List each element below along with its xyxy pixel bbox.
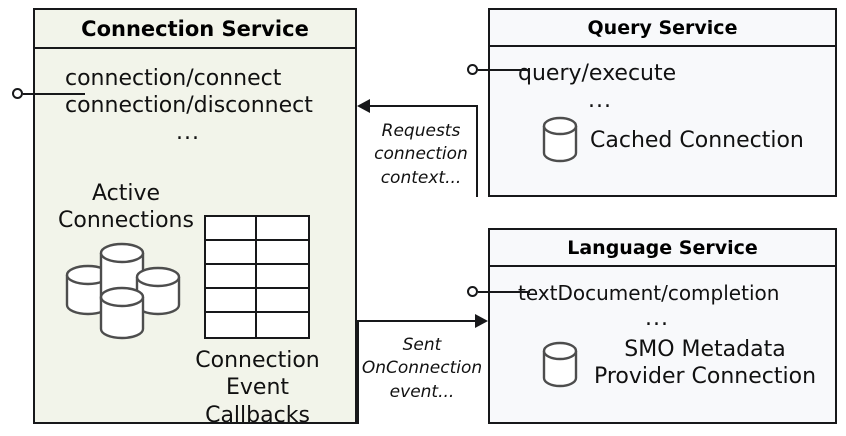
endpoint-textdocument-completion[interactable]: textDocument/completion bbox=[518, 281, 780, 305]
arrow-label-line2: connection bbox=[374, 144, 468, 165]
arrow-label-line2: OnConnection bbox=[361, 358, 483, 379]
callbacks-label-line3: Callbacks bbox=[205, 402, 310, 428]
interface-circle-icon bbox=[467, 286, 478, 297]
database-cluster-icon bbox=[65, 242, 181, 340]
arrow-head-right-icon bbox=[475, 314, 488, 328]
requests-connection-context-label: Requests connection context... bbox=[362, 120, 480, 190]
connection-event-callbacks-grid bbox=[204, 215, 310, 339]
arrow-label-line1: Sent bbox=[402, 335, 442, 355]
store-label-line1: SMO Metadata bbox=[624, 337, 786, 362]
query-service-component[interactable]: Query Service query/execute ... Cached C… bbox=[488, 8, 837, 197]
interface-stem bbox=[478, 291, 530, 293]
connection-service-title: Connection Service bbox=[35, 10, 355, 49]
connection-event-callbacks-label: Connection Event Callbacks bbox=[190, 347, 325, 429]
interface-stem bbox=[478, 69, 530, 71]
grid-cell bbox=[257, 217, 308, 241]
grid-cell bbox=[206, 265, 257, 289]
interface-circle-icon bbox=[467, 64, 478, 75]
active-connections-label: Active Connections bbox=[46, 180, 206, 235]
callbacks-label-line2: Event bbox=[225, 375, 290, 401]
grid-cell bbox=[257, 289, 308, 313]
grid-cell bbox=[257, 265, 308, 289]
sent-onconnection-event-label: Sent OnConnection event... bbox=[360, 334, 484, 404]
endpoint-connection-disconnect[interactable]: connection/disconnect bbox=[65, 93, 313, 118]
grid-cell bbox=[206, 289, 257, 313]
endpoint-connection-connect[interactable]: connection/connect bbox=[65, 66, 282, 91]
arrow-horizontal-segment bbox=[357, 320, 481, 322]
cached-connection-label: Cached Connection bbox=[590, 128, 804, 153]
query-service-provided-interface[interactable] bbox=[467, 64, 537, 78]
arrow-vertical-segment bbox=[476, 105, 478, 197]
query-service-title: Query Service bbox=[490, 10, 835, 47]
connection-service-component[interactable]: Connection Service connection/connect co… bbox=[33, 8, 357, 428]
arrow-label-line3: event... bbox=[389, 381, 455, 402]
grid-cell bbox=[257, 313, 308, 337]
arrow-horizontal-segment bbox=[369, 105, 477, 107]
endpoint-query-execute[interactable]: query/execute bbox=[518, 61, 677, 86]
arrow-vertical-segment bbox=[357, 320, 359, 424]
smo-metadata-provider-connection-label: SMO Metadata Provider Connection bbox=[590, 336, 820, 391]
store-label-line2: Provider Connection bbox=[593, 364, 817, 390]
language-service-ellipsis: ... bbox=[645, 306, 669, 331]
arrow-label-line1: Requests bbox=[381, 121, 461, 141]
database-icon bbox=[542, 341, 578, 388]
grid-cell bbox=[206, 217, 257, 241]
language-service-body: textDocument/completion ... SMO Metadata… bbox=[490, 267, 835, 422]
language-service-component[interactable]: Language Service textDocument/completion… bbox=[488, 228, 837, 424]
query-service-ellipsis: ... bbox=[588, 88, 612, 113]
arrow-head-left-icon bbox=[357, 99, 370, 113]
connection-service-provided-interface[interactable] bbox=[12, 88, 102, 102]
grid-cell bbox=[257, 241, 308, 265]
language-service-provided-interface[interactable] bbox=[467, 286, 537, 300]
grid-cell bbox=[206, 241, 257, 265]
active-connections-label-line2: Connections bbox=[58, 208, 194, 234]
active-connections-label-line1: Active bbox=[91, 181, 161, 206]
connection-service-body: connection/connect connection/disconnect… bbox=[35, 49, 355, 428]
grid-cell bbox=[206, 313, 257, 337]
arrow-label-line3: context... bbox=[380, 167, 462, 188]
callbacks-label-line1: Connection bbox=[195, 348, 320, 373]
language-service-title: Language Service bbox=[490, 230, 835, 267]
connection-service-ellipsis: ... bbox=[176, 120, 200, 145]
interface-circle-icon bbox=[12, 88, 23, 99]
interface-stem bbox=[23, 93, 85, 95]
query-service-body: query/execute ... Cached Connection bbox=[490, 47, 835, 195]
database-icon bbox=[542, 116, 578, 163]
